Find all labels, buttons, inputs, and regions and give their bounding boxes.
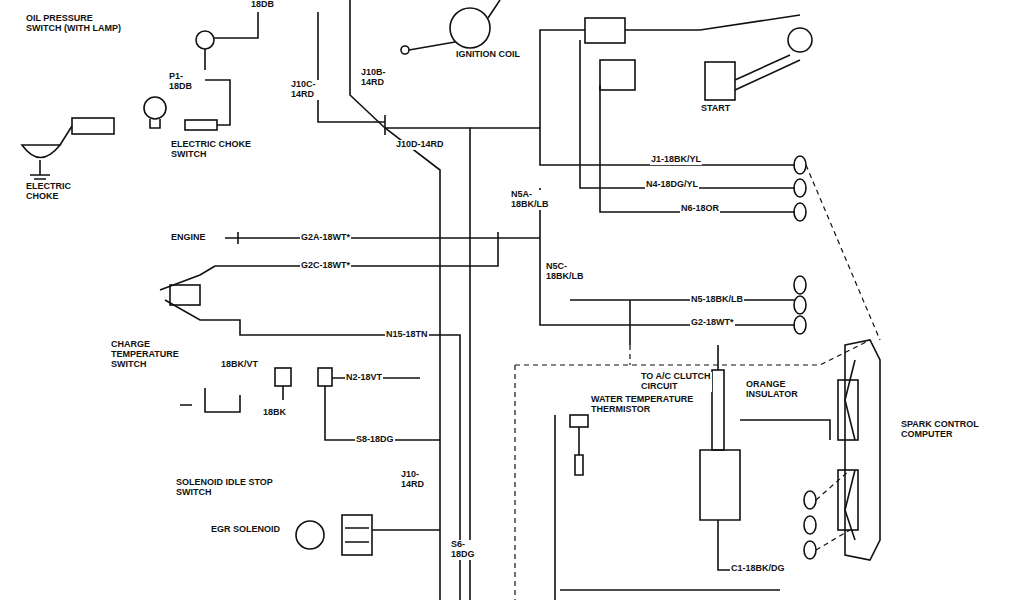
wire-label: SOLENOID IDLE STOP SWITCH — [175, 478, 287, 498]
wire-label: N15-18TN — [385, 330, 429, 340]
wire-label: TO A/C CLUTCH CIRCUIT — [640, 372, 712, 392]
wire-label: S6- 18DG — [450, 540, 482, 560]
wire-label: ELECTRIC CHOKE SWITCH — [170, 140, 272, 160]
wire-label: S8-18DG — [355, 435, 395, 445]
wire-label: N5-18BK/LB — [690, 295, 744, 305]
wire-label: CHARGE TEMPERATURE SWITCH — [110, 340, 212, 370]
wire-label: 18BK — [262, 408, 287, 418]
wire-label: IGNITION COIL — [455, 50, 527, 60]
wire-label: ELECTRIC CHOKE — [25, 182, 77, 202]
wire-label: N5C- 18BK/LB — [545, 262, 599, 282]
wire-label: J10B- 14RD — [360, 68, 394, 88]
wire-label: START — [700, 104, 731, 114]
wire-label: 18DB — [250, 0, 275, 10]
wire-label: 18BK/VT — [220, 360, 259, 370]
wire-label: SPARK CONTROL COMPUTER — [900, 420, 992, 440]
wire-label: OIL PRESSURE SWITCH (WITH LAMP) — [25, 14, 127, 34]
wire-label: WATER TEMPERATURE THERMISTOR — [590, 395, 702, 415]
wire-label: P1- 18DB — [168, 72, 200, 92]
wire-label: N6-18OR — [680, 204, 720, 214]
wire-label: J10- 14RD — [400, 470, 434, 490]
wire-label: ENGINE — [170, 233, 207, 243]
wire-label: N2-18VT — [345, 373, 383, 383]
wire-label: N4-18DG/YL — [645, 180, 699, 190]
wire-label: J10C- 14RD — [290, 80, 324, 100]
wire-label: G2-18WT* — [690, 318, 735, 328]
wire-label: C1-18BK/DG — [730, 564, 786, 574]
wire-label: EGR SOLENOID — [210, 525, 292, 535]
wire-label: G2A-18WT* — [300, 233, 351, 243]
wire-label: N5A- 18BK/LB — [510, 190, 564, 210]
wire-label: ORANGE INSULATOR — [745, 380, 812, 400]
wire-label: G2C-18WT* — [300, 261, 351, 271]
wire-label: J10D-14RD — [395, 140, 445, 150]
wire-label: J1-18BK/YL — [650, 155, 702, 165]
